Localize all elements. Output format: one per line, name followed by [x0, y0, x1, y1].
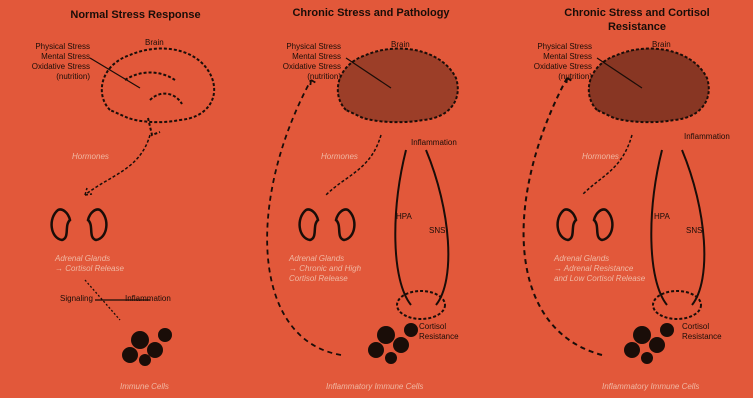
brain-illustration	[338, 49, 458, 123]
brain-illustration	[102, 49, 214, 135]
panel-title: Chronic Stress and Cortisol Resistance	[542, 6, 732, 34]
adrenal-glands	[52, 209, 107, 240]
immune-cells-label: Inflammatory Immune Cells	[602, 382, 699, 392]
adrenal-glands	[300, 209, 355, 240]
hormones-label: Hormones	[72, 152, 109, 162]
inflammation-label: Inflammation	[125, 294, 171, 304]
sns-label: SNS	[429, 226, 445, 236]
panel-title: Chronic Stress and Pathology	[281, 6, 461, 20]
hormone-arrow	[326, 135, 381, 195]
immune-cells	[624, 323, 674, 364]
immune-cells-label: Inflammatory Immune Cells	[326, 382, 423, 392]
brain-label: Brain	[391, 40, 410, 50]
immune-cells	[368, 323, 418, 364]
hpa-label: HPA	[654, 212, 670, 222]
sns-label: SNS	[686, 226, 702, 236]
brain-illustration	[589, 49, 709, 123]
stressor-arrow	[90, 58, 140, 88]
inflammation-label: Inflammation	[684, 132, 730, 142]
hormones-label: Hormones	[321, 152, 358, 162]
panel-normal-stress: Normal Stress Response Brain Physical St…	[0, 0, 251, 398]
hormone-arrow	[582, 135, 632, 195]
immune-cells	[122, 328, 172, 366]
hormones-label: Hormones	[582, 152, 619, 162]
signaling-label: Signaling	[60, 294, 93, 304]
brain-label: Brain	[652, 40, 671, 50]
feedback-loop	[267, 80, 341, 355]
hpa-label: HPA	[396, 212, 412, 222]
panel-chronic-pathology: Chronic Stress and Pathology Brain Physi…	[251, 0, 502, 398]
immune-cells-label: Immune Cells	[120, 382, 169, 392]
adrenal-glands	[558, 209, 613, 240]
panel-cortisol-resistance: Chronic Stress and Cortisol Resistance B…	[502, 0, 753, 398]
adrenal-label: Adrenal Glands→ Cortisol Release	[55, 254, 124, 274]
inflammation-label: Inflammation	[411, 138, 457, 148]
panel-title: Normal Stress Response	[10, 8, 261, 22]
feedback-loop	[524, 78, 602, 355]
hormone-arrow	[85, 135, 150, 195]
brain-label: Brain	[145, 38, 164, 48]
